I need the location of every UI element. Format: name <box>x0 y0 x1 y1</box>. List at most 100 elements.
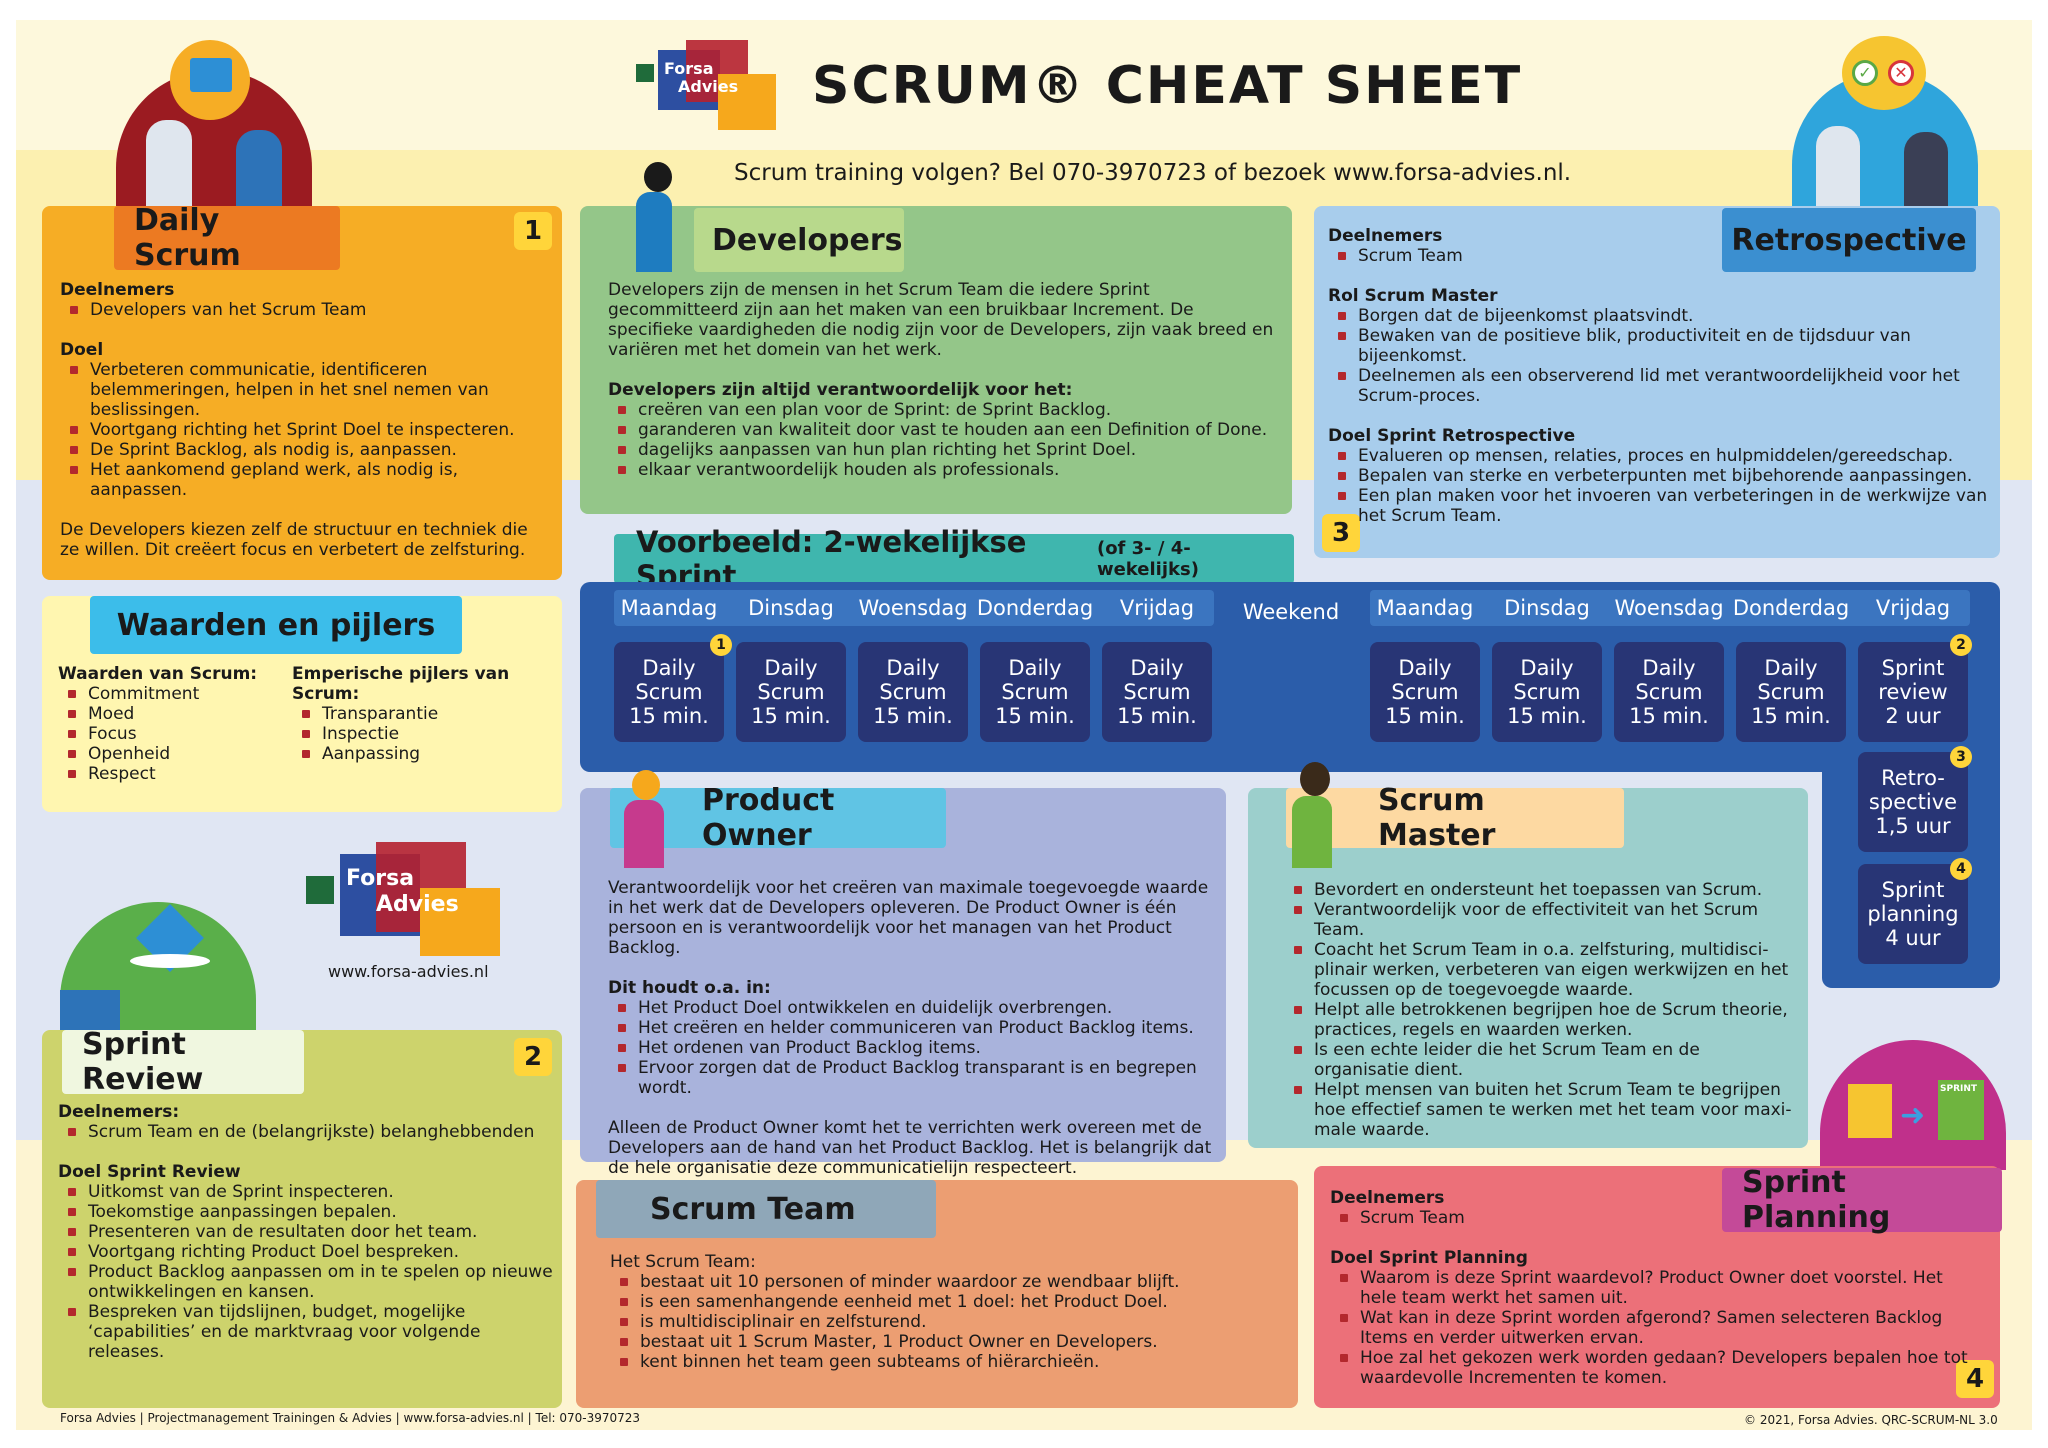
forsa-logo-line2: Advies <box>376 892 459 917</box>
product-owner-intro: Verantwoordelijk voor het creëren van ma… <box>608 878 1209 958</box>
sprint-marker-2: 2 <box>1950 634 1972 656</box>
list-item: Het aankomend gepland werk, als nodig is… <box>70 460 550 500</box>
list-item: Waarom is deze Sprint waardevol? Product… <box>1340 1268 1970 1308</box>
forsa-logo-line1: Forsa <box>346 866 415 891</box>
list-item: Openheid <box>68 744 278 764</box>
developers-resp-label: Developers zijn altijd verantwoordelijk … <box>608 380 1073 400</box>
list-item: Hoe zal het gekozen werk worden gedaan? … <box>1340 1348 1970 1388</box>
list-item: Voortgang richting het Sprint Doel te in… <box>70 420 550 440</box>
list-item: Het ordenen van Product Backlog items. <box>618 1038 1218 1058</box>
list-item: dagelijks aanpassen van hun plan richtin… <box>618 440 1284 460</box>
arrow-right-icon: ➜ <box>1900 1098 1926 1133</box>
sprint-review-participants-label: Deelnemers: <box>58 1102 180 1122</box>
list-item: is multidisciplinair en zelfsturend. <box>620 1312 1290 1332</box>
retrospective-role-label: Rol Scrum Master <box>1328 286 1498 306</box>
list-item: Borgen dat de bijeenkomst plaatsvindt. <box>1338 306 1998 326</box>
list-item: Coacht het Scrum Team in o.a. zelfsturin… <box>1294 940 1794 1000</box>
list-item: Bevordert en ondersteunt het toepassen v… <box>1294 880 1794 900</box>
day-header: Maandag <box>1376 596 1474 620</box>
sprint-planning-goal-label: Doel Sprint Planning <box>1330 1248 1528 1268</box>
sprint-title-note: (of 3- / 4-wekelijks) <box>1096 538 1199 580</box>
list-item: kent binnen het team geen subteams of hi… <box>620 1352 1290 1372</box>
forsa-logo: Forsa Advies <box>306 842 500 956</box>
list-item: De Sprint Backlog, als nodig is, aanpass… <box>70 440 550 460</box>
values-title: Waarden en pijlers <box>90 596 462 654</box>
list-item: Bewaken van de positieve blik, productiv… <box>1338 326 1998 366</box>
header-logo-line2: Advies <box>678 77 739 96</box>
list-item: Product Backlog aanpassen om in te spele… <box>68 1262 558 1302</box>
sprint-planning-participants-label: Deelnemers <box>1330 1188 1445 1208</box>
daily-scrum-footer: De Developers kiezen zelf de structuur e… <box>60 520 528 560</box>
daily-scrum-content: Deelnemers Developers van het Scrum Team… <box>60 280 550 560</box>
list-item: bestaat uit 10 personen of minder waardo… <box>620 1272 1290 1292</box>
list-item: Inspectie <box>302 724 562 744</box>
day-header: Donderdag <box>1732 596 1850 620</box>
list-item: Een plan maken voor het invoeren van ver… <box>1338 486 1998 526</box>
list-item: elkaar verantwoordelijk houden als profe… <box>618 460 1284 480</box>
daily-scrum-illustration <box>116 40 316 210</box>
sprint-planning-title: Sprint Planning <box>1722 1165 2002 1235</box>
sprint-review-content: Deelnemers: Scrum Team en de (belangrijk… <box>58 1102 558 1362</box>
sprint-marker-1: 1 <box>710 634 732 656</box>
header-logo-line1: Forsa <box>664 59 714 78</box>
day-header: Woensdag <box>1614 596 1724 620</box>
day-header: Maandag <box>620 596 718 620</box>
list-item: Focus <box>68 724 278 744</box>
sprint-review-number: 2 <box>514 1038 552 1076</box>
sprint-planning-number: 4 <box>1956 1360 1994 1398</box>
daily-scrum-goal-label: Doel <box>60 340 104 360</box>
day-header: Donderdag <box>976 596 1094 620</box>
scrum-team-title: Scrum Team <box>596 1180 936 1238</box>
scrum-team-content: Het Scrum Team: bestaat uit 10 personen … <box>610 1252 1290 1372</box>
sprint-title-text: Voorbeeld: 2-wekelijkse Sprint <box>636 525 1027 593</box>
list-item: Ervoor zorgen dat de Product Backlog tra… <box>618 1058 1218 1098</box>
weekend-header: Weekend <box>1242 600 1340 624</box>
header-logo: Forsa Advies <box>636 40 776 130</box>
product-owner-holds-label: Dit houdt o.a. in: <box>608 978 771 998</box>
list-item: Scrum Team en de (belangrijkste) belangh… <box>68 1122 558 1142</box>
list-item: Verbeteren communicatie, identificeren b… <box>70 360 550 420</box>
list-item: Het creëren en helder communiceren van P… <box>618 1018 1218 1038</box>
sprint-planning-illustration: ➜ SPRINT <box>1820 1040 2006 1170</box>
scrum-team-label: Het Scrum Team: <box>610 1252 756 1272</box>
list-item: Scrum Team <box>1340 1208 2000 1228</box>
developers-title: Developers <box>694 208 904 272</box>
list-item: Bespreken van tijdslijnen, budget, mogel… <box>68 1302 558 1362</box>
list-item: Developers van het Scrum Team <box>70 300 550 320</box>
week1-header-bar <box>614 590 1214 626</box>
retrospective-goal-label: Doel Sprint Retrospective <box>1328 426 1576 446</box>
day-header: Woensdag <box>858 596 968 620</box>
developers-person-icon <box>626 162 686 272</box>
retrospective-participants-label: Deelnemers <box>1328 226 1443 246</box>
list-item: Uitkomst van de Sprint inspecteren. <box>68 1182 558 1202</box>
list-item: Respect <box>68 764 278 784</box>
sprint-planning-content: Deelnemers Scrum Team Doel Sprint Planni… <box>1330 1188 2000 1388</box>
cross-icon: ✕ <box>1888 60 1914 86</box>
day-header: Dinsdag <box>1504 596 1590 620</box>
page-subtitle: Scrum training volgen? Bel 070-3970723 o… <box>734 160 1572 186</box>
daily-scrum-number: 1 <box>514 212 552 250</box>
background-top <box>16 20 2032 150</box>
sprint-review-title: Sprint Review <box>62 1027 304 1097</box>
list-item: Bepalen van sterke en verbeterpunten met… <box>1338 466 1998 486</box>
scrum-master-title: Scrum Master <box>1286 783 1624 853</box>
footer-right: © 2021, Forsa Advies. QRC-SCRUM-NL 3.0 <box>1744 1413 1998 1427</box>
developers-content: Developers zijn de mensen in het Scrum T… <box>608 280 1284 480</box>
daily-scrum-title: Daily Scrum <box>114 203 340 273</box>
retrospective-number: 3 <box>1322 514 1360 552</box>
product-owner-footer: Alleen de Product Owner komt het te verr… <box>608 1118 1212 1178</box>
list-item: Het Product Doel ontwikkelen en duidelij… <box>618 998 1218 1018</box>
list-item: Commitment <box>68 684 278 704</box>
sprint-planning-icon-label: SPRINT <box>1940 1084 1978 1094</box>
daily-scrum-participants-label: Deelnemers <box>60 280 175 300</box>
